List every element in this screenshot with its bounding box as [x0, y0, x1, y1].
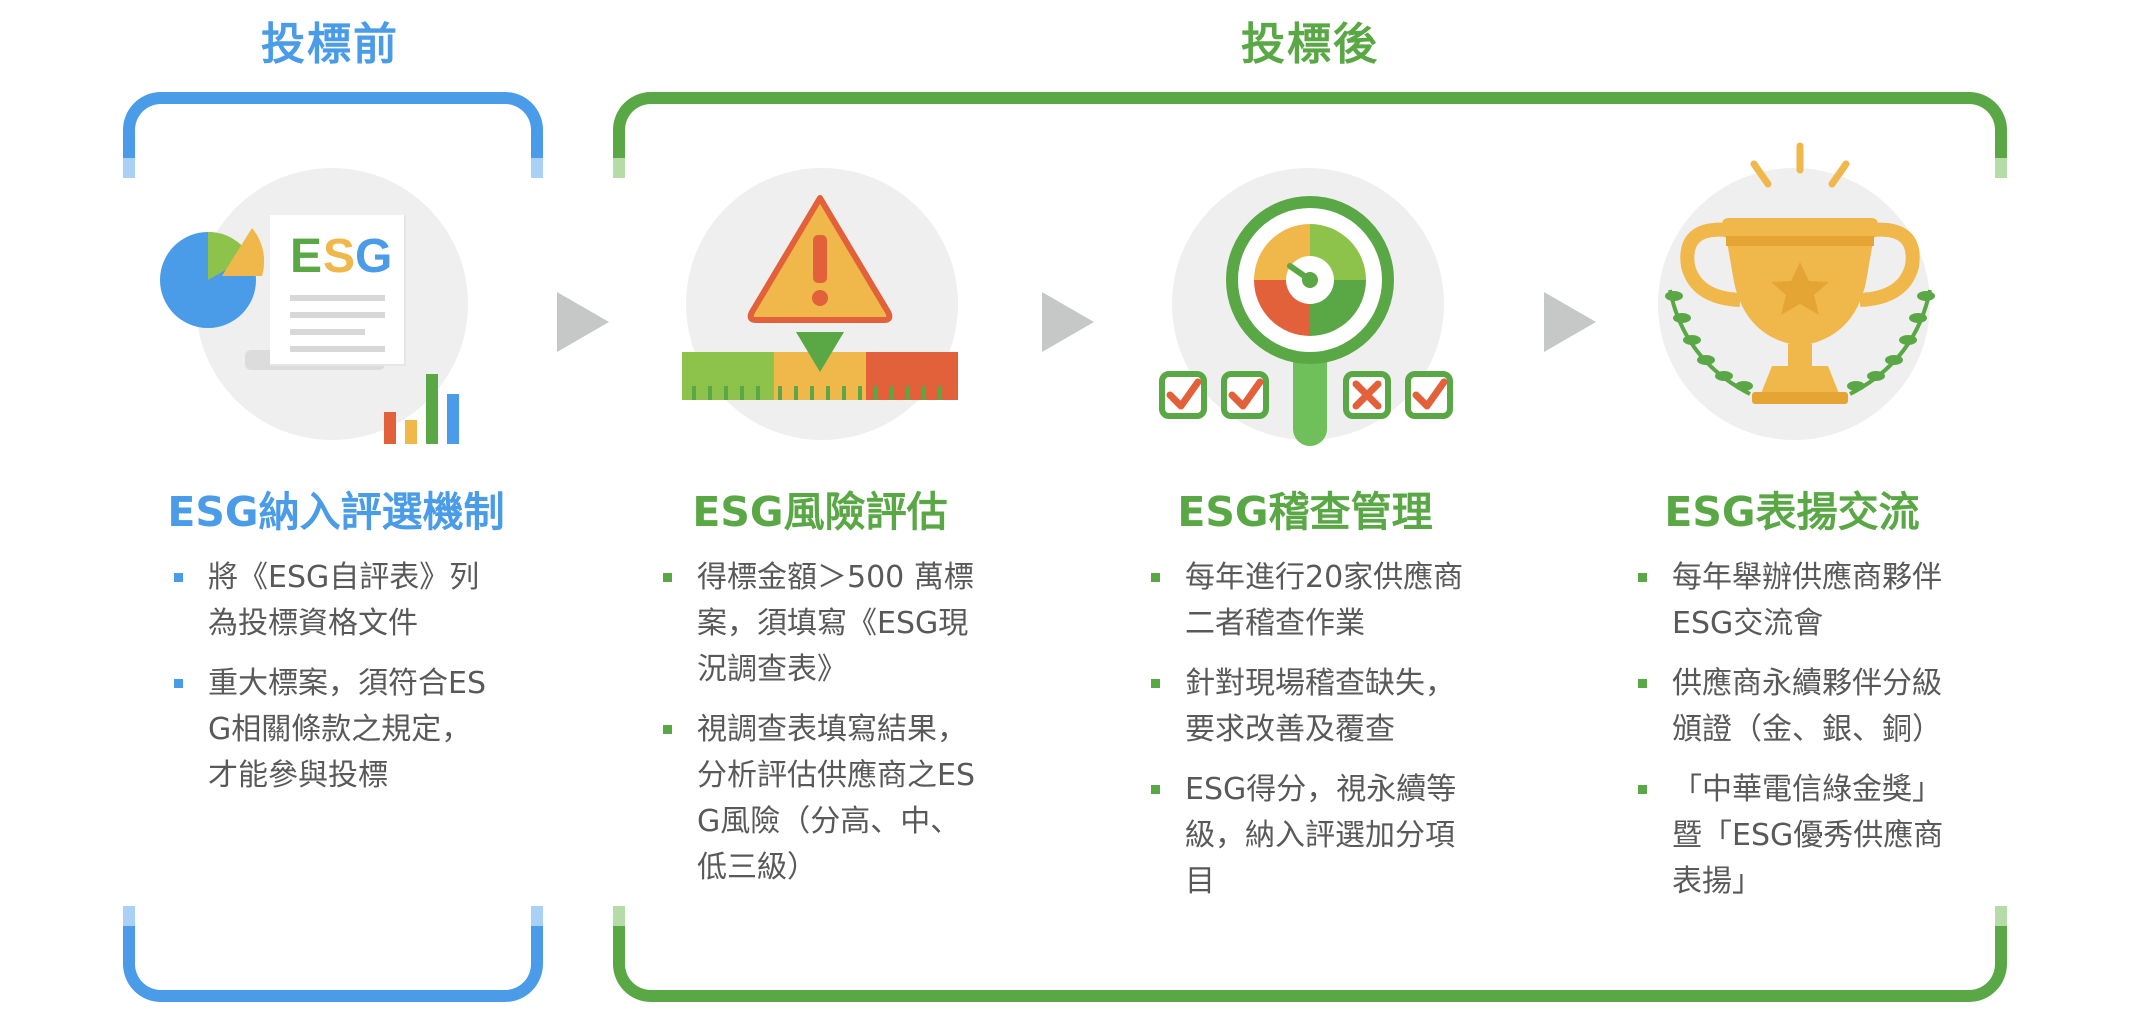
- stage1-bullet-list: 將《ESG自評表》列為投標資格文件 重大標案，須符合ESG相關條款之規定，才能參…: [168, 555, 488, 813]
- list-item: 得標金額＞500 萬標案，須填寫《ESG現況調查表》: [657, 555, 977, 693]
- magnifier-audit-checklist-icon: [1159, 196, 1453, 446]
- after-bracket-bottom: [613, 924, 2007, 1002]
- before-bracket-tip: [123, 158, 135, 178]
- list-item: 「中華電信綠金獎」暨「ESG優秀供應商表揚」: [1632, 767, 1952, 905]
- flow-arrow: [1042, 292, 1094, 352]
- stage4-bullet-list: 每年舉辦供應商夥伴ESG交流會 供應商永續夥伴分級頒證（金、銀、銅） 「中華電信…: [1632, 555, 1952, 919]
- after-bracket-tip: [1995, 906, 2007, 926]
- bullet-square-icon: [1638, 679, 1647, 688]
- checkbox-checked-icon: [1221, 371, 1269, 419]
- bullet-square-icon: [1151, 785, 1160, 794]
- after-bracket-tip: [1995, 158, 2007, 178]
- list-item: 視調查表填寫結果，分析評估供應商之ESG風險（分高、中、低三級）: [657, 707, 977, 891]
- list-item: 將《ESG自評表》列為投標資格文件: [168, 555, 488, 647]
- flow-arrow: [1544, 292, 1596, 352]
- after-bracket-top: [613, 92, 2007, 170]
- bullet-square-icon: [174, 679, 183, 688]
- stage3-bullet-list: 每年進行20家供應商二者稽查作業 針對現場稽查缺失，要求改善及覆查 ESG得分，…: [1145, 555, 1465, 919]
- stage-title-esg-audit: ESG稽查管理: [1177, 488, 1433, 536]
- before-bracket-tip: [531, 158, 543, 178]
- stage-title-esg-recognition: ESG表揚交流: [1664, 488, 1920, 536]
- list-item: 重大標案，須符合ESG相關條款之規定，才能參與投標: [168, 661, 488, 799]
- after-bracket-tip: [613, 158, 625, 178]
- before-bracket-top: [123, 92, 543, 170]
- stage2-bullet-list: 得標金額＞500 萬標案，須填寫《ESG現況調查表》 視調查表填寫結果，分析評估…: [657, 555, 977, 905]
- stage-title-esg-risk: ESG風險評估: [692, 488, 948, 536]
- flow-arrow: [557, 292, 609, 352]
- before-bracket-tip: [531, 906, 543, 926]
- before-bracket-tip: [123, 906, 135, 926]
- esg-letter-s: S: [323, 230, 355, 283]
- esg-document-chart-icon: E S G: [160, 215, 459, 444]
- bullet-square-icon: [1151, 573, 1160, 582]
- checkbox-checked-icon: [1159, 371, 1207, 419]
- stage-title-esg-selection: ESG納入評選機制: [167, 488, 505, 536]
- bullet-square-icon: [1638, 573, 1647, 582]
- phase-title-after: 投標後: [1241, 19, 1379, 70]
- esg-letter-g: G: [355, 230, 392, 283]
- bullet-square-icon: [1638, 785, 1647, 794]
- list-item: 供應商永續夥伴分級頒證（金、銀、銅）: [1632, 661, 1952, 753]
- list-item: ESG得分，視永續等級，納入評選加分項目: [1145, 767, 1465, 905]
- bullet-square-icon: [1151, 679, 1160, 688]
- before-bracket-bottom: [123, 924, 543, 1002]
- after-bracket-tip: [613, 906, 625, 926]
- checkbox-cross-icon: [1343, 371, 1391, 419]
- checkbox-checked-icon: [1405, 371, 1453, 419]
- list-item: 每年進行20家供應商二者稽查作業: [1145, 555, 1465, 647]
- bullet-square-icon: [174, 573, 183, 582]
- bullet-square-icon: [663, 725, 672, 734]
- risk-warning-gauge-icon: [682, 195, 958, 400]
- list-item: 針對現場稽查缺失，要求改善及覆查: [1145, 661, 1465, 753]
- trophy-laurel-icon: [1665, 142, 1935, 404]
- phase-title-before: 投標前: [261, 19, 399, 70]
- list-item: 每年舉辦供應商夥伴ESG交流會: [1632, 555, 1952, 647]
- bullet-square-icon: [663, 573, 672, 582]
- esg-letter-e: E: [290, 230, 322, 283]
